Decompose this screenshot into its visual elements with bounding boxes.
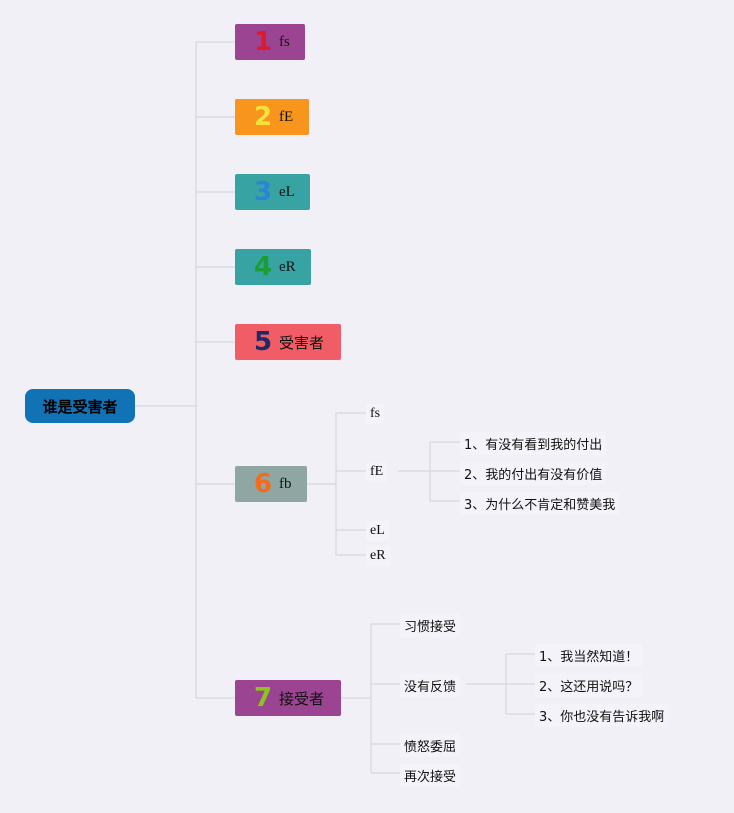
b6-child-fE[interactable]: fE (366, 462, 388, 482)
topic-5-label: 受害者 (279, 333, 325, 352)
b7-child-accept-again[interactable]: 再次接受 (400, 764, 461, 787)
topic-1-label: fs (279, 33, 290, 50)
feedback-child-1[interactable]: 1、我当然知道！ (535, 644, 643, 667)
topic-6-label: fb (279, 475, 292, 492)
b6-child-fs[interactable]: fs (366, 404, 385, 424)
fE-child-3[interactable]: 3、为什么不肯定和赞美我 (460, 492, 620, 515)
b7-child-habit[interactable]: 习惯接受 (400, 614, 461, 637)
topic-6-number: 6 (253, 469, 273, 499)
b6-child-eL[interactable]: eL (366, 521, 389, 541)
feedback-child-3[interactable]: 3、你也没有告诉我啊 (535, 704, 669, 727)
topic-2-label: fE (279, 108, 294, 125)
topic-1[interactable]: 1 fs (235, 24, 305, 60)
topic-6[interactable]: 6 fb (235, 466, 307, 502)
topic-3-number: 3 (253, 177, 273, 207)
topic-4-label: eR (279, 258, 296, 275)
topic-7-label: 接受者 (279, 689, 325, 708)
topic-5-number: 5 (253, 327, 273, 357)
fE-child-1[interactable]: 1、有没有看到我的付出 (460, 432, 607, 455)
topic-7-number: 7 (253, 683, 273, 713)
topic-4[interactable]: 4 eR (235, 249, 311, 285)
topic-5[interactable]: 5 受害者 (235, 324, 341, 360)
root-topic[interactable]: 谁是受害者 (25, 389, 135, 423)
b7-child-anger[interactable]: 愤怒委屈 (400, 734, 461, 757)
b6-child-eR[interactable]: eR (366, 546, 390, 566)
topic-1-number: 1 (253, 27, 273, 57)
topic-7[interactable]: 7 接受者 (235, 680, 341, 716)
topic-2[interactable]: 2 fE (235, 99, 309, 135)
topic-3[interactable]: 3 eL (235, 174, 310, 210)
b7-child-no-feedback[interactable]: 没有反馈 (400, 674, 461, 697)
topic-3-label: eL (279, 183, 295, 200)
topic-2-number: 2 (253, 102, 273, 132)
feedback-child-2[interactable]: 2、这还用说吗？ (535, 674, 643, 697)
topic-4-number: 4 (253, 252, 273, 282)
fE-child-2[interactable]: 2、我的付出有没有价值 (460, 462, 607, 485)
